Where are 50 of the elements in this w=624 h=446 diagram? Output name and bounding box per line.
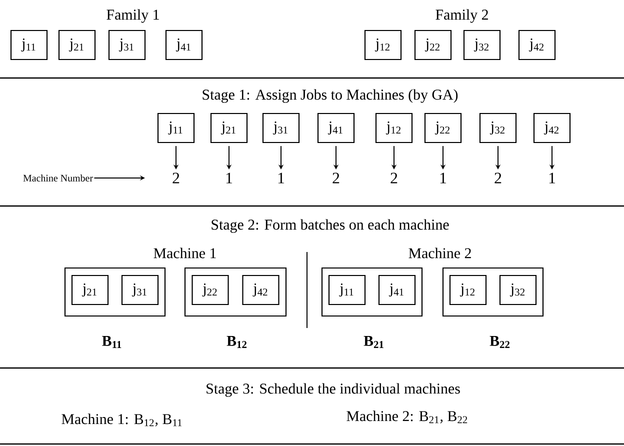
job-box: j$_{11}$: [10, 30, 48, 60]
batch-box: [321, 267, 423, 317]
batch-box: [184, 267, 287, 317]
batch-label: B$_{21}$: [364, 336, 384, 348]
schedule-text: Machine 2: B$_{21}$, B$_{22}$: [346, 410, 468, 424]
machine-number: 2: [172, 172, 180, 184]
batch-box: [442, 267, 544, 317]
job-box: j$_{22}$: [414, 30, 452, 60]
job-box: j$_{32}$: [499, 274, 537, 306]
machine-number: 2: [332, 172, 340, 184]
job-box: j$_{42}$: [242, 274, 280, 306]
job-box: j$_{42}$: [518, 30, 556, 60]
machine-number: 1: [549, 172, 556, 184]
group-heading: Machine 2: [408, 248, 471, 258]
section-title: Stage 3: Schedule the individual machines: [206, 383, 460, 397]
section-title: Stage 2: Form batches on each machine: [212, 219, 449, 233]
job-box: j$_{41}$: [165, 30, 203, 60]
job-box: j$_{11}$: [157, 112, 195, 144]
job-box: j$_{41}$: [378, 274, 416, 306]
job-box: j$_{12}$: [449, 274, 487, 306]
job-box: j$_{31}$: [262, 112, 300, 144]
section-title: Stage 1: Assign Jobs to Machines (by GA): [202, 89, 458, 103]
job-box: j$_{42}$: [533, 112, 571, 144]
group-heading: Family 1: [106, 9, 159, 23]
batch-box: [64, 267, 166, 317]
group-heading: Family 2: [436, 9, 488, 23]
job-box: j$_{12}$: [375, 112, 413, 144]
machine-number: 2: [390, 172, 398, 184]
batch-label: B$_{22}$: [490, 336, 510, 348]
machine-number: 1: [278, 172, 284, 184]
job-box: j$_{31}$: [121, 274, 159, 306]
machine-number: 2: [494, 172, 502, 184]
job-box: j$_{21}$: [71, 274, 109, 306]
job-box: j$_{12}$: [364, 30, 402, 60]
job-box: j$_{21}$: [58, 30, 96, 60]
machine-number: 1: [226, 172, 232, 184]
batch-label: B$_{11}$: [102, 336, 122, 348]
job-box: j$_{32}$: [463, 30, 501, 60]
job-box: j$_{22}$: [192, 274, 229, 306]
row-label: Machine Number: [23, 174, 93, 182]
schedule-text: Machine 1: B$_{12}$, B$_{11}$: [62, 414, 182, 426]
job-box: j$_{41}$: [317, 112, 355, 144]
batch-label: B$_{12}$: [226, 336, 247, 348]
job-box: j$_{11}$: [328, 274, 366, 306]
machine-number: 1: [440, 172, 446, 184]
group-heading: Machine 1: [154, 248, 216, 258]
job-box: j$_{32}$: [479, 112, 517, 144]
job-box: j$_{22}$: [424, 112, 462, 144]
job-box: j$_{31}$: [108, 30, 146, 60]
job-box: j$_{21}$: [210, 112, 248, 144]
